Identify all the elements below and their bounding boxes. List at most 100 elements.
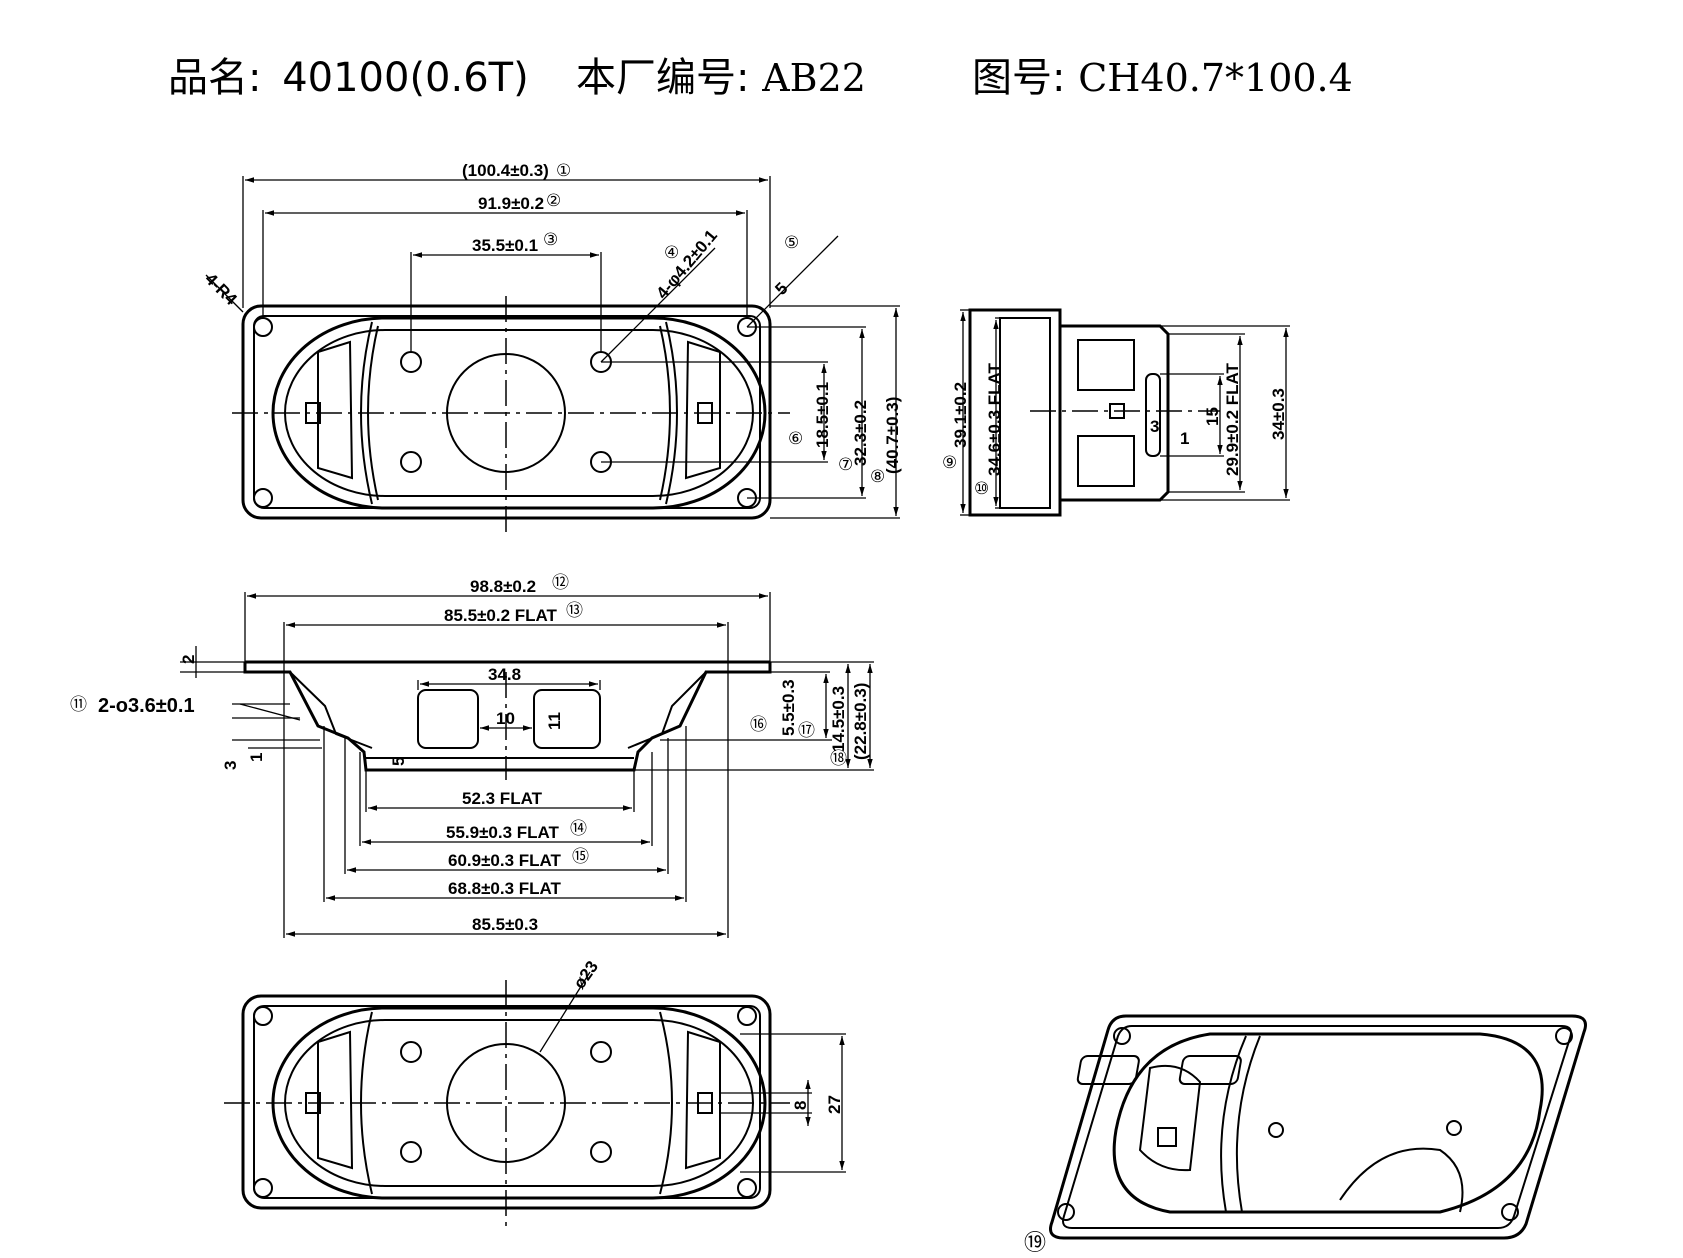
factory-number-label: 本厂编号: [576, 55, 750, 101]
dim-9: 39.1±0.2 [951, 382, 970, 448]
dim-18: (22.8±0.3) [851, 683, 870, 760]
dim-4: 4-φ4.2±0.1 [653, 226, 721, 302]
top-basket-inner [284, 329, 754, 497]
iso-terminal [1157, 1127, 1177, 1147]
dim-85-5: 85.5±0.3 [472, 915, 538, 934]
bottom-inner-holes [400, 1041, 612, 1163]
title-block: 品名: 40100(0.6T) 本厂编号: AB22 图号: CH40.7*10… [0, 50, 1683, 110]
callout-1: ① [556, 161, 571, 180]
drawing-number-label: 图号: [972, 55, 1066, 101]
factory-number: 本厂编号: AB22 [576, 50, 866, 106]
top-brackets [317, 340, 721, 480]
dim-11: 2-o3.6±0.1 [98, 695, 195, 717]
top-basket [271, 316, 767, 510]
dim-5-small: 5 [389, 757, 408, 766]
dim-7: 32.3±0.2 [851, 400, 870, 466]
section-window-right [533, 689, 601, 749]
section-outline [243, 660, 772, 772]
side-slot [1145, 373, 1161, 457]
dim-12: 98.8±0.2 [470, 577, 536, 596]
product-name-label: 品名: [168, 55, 262, 101]
callout-9: ⑨ [942, 453, 957, 472]
dim-34-8: 34.8 [488, 665, 521, 684]
callout-5: ⑤ [784, 233, 799, 252]
bottom-basket [271, 1006, 767, 1200]
dim-5: 5 [771, 279, 791, 299]
callout-15: ⑮ [572, 847, 589, 866]
iso-frame-inner [1062, 1025, 1572, 1229]
iso-window-1 [1076, 1055, 1140, 1085]
dim-15: 60.9±0.3 FLAT [448, 851, 562, 870]
dim-3: 35.5±0.1 [472, 236, 538, 255]
side-body [1058, 324, 1170, 502]
dim-23: ø23 [570, 957, 602, 992]
callout-17: ⑰ [798, 721, 815, 740]
callout-2: ② [546, 191, 561, 210]
leader-4 [600, 247, 716, 363]
dim-13: 85.5±0.2 FLAT [444, 606, 558, 625]
leader-corner [205, 274, 244, 313]
callout-4: ④ [664, 243, 679, 262]
side-dim-1: 1 [1180, 429, 1189, 448]
iso-window-2 [1178, 1055, 1242, 1085]
product-name-value: 40100(0.6T) [282, 55, 529, 101]
dim-6: 18.5±0.1 [813, 382, 832, 448]
side-flange-inner [999, 317, 1051, 509]
side-view: 39.1±0.2 34.6±0.3 FLAT ⑨ ⑩ 3 1 15 29.9±0… [942, 308, 1290, 517]
dim-10-width: 10 [496, 709, 515, 728]
leader-11 [239, 703, 301, 721]
bottom-brackets [317, 1030, 721, 1170]
iso-basket [1112, 1032, 1544, 1214]
section-window-left [417, 689, 479, 749]
callout-13: ⑬ [566, 601, 583, 620]
callout-16: ⑯ [750, 715, 767, 734]
dim-34: 34±0.3 [1269, 388, 1288, 440]
dim-8: (40.7±0.3) [883, 397, 902, 474]
dim-3-vertical: 3 [221, 761, 240, 770]
top-view: (100.4±0.3) 91.9±0.2 35.5±0.1 ① ② ③ 4-φ4… [201, 161, 902, 532]
callout-14: ⑭ [570, 819, 587, 838]
dim-1-vertical: 1 [247, 753, 266, 762]
dim-27: 27 [825, 1095, 844, 1114]
bottom-view: ø23 8 27 [224, 957, 846, 1226]
bottom-basket-inner [284, 1019, 754, 1187]
dim-52-3: 52.3 FLAT [462, 789, 543, 808]
callout-18: ⑱ [830, 749, 847, 768]
dim-11-height: 11 [545, 712, 564, 730]
iso-bracket [1138, 1064, 1202, 1172]
leader-23 [539, 971, 591, 1053]
dim-14: 55.9±0.3 FLAT [446, 823, 560, 842]
section-view: 98.8±0.2 ⑫ 85.5±0.2 FLAT ⑬ 2 ⑪ 2-o3.6±0.… [70, 573, 874, 938]
callout-19: ⑲ [1024, 1230, 1046, 1255]
side-dim-15: 15 [1203, 407, 1222, 426]
isometric-view: ⑲ [1024, 1014, 1587, 1255]
dim-68-8: 68.8±0.3 FLAT [448, 879, 562, 898]
iso-magnet [1339, 1147, 1464, 1213]
bottom-magnet [446, 1043, 566, 1163]
dim-16: 5.5±0.3 [779, 679, 798, 736]
side-window-top [1077, 339, 1135, 391]
dim-8-bottom: 8 [791, 1101, 810, 1110]
callout-7: ⑦ [838, 455, 853, 474]
dim-10: 34.6±0.3 FLAT [985, 362, 1004, 476]
callout-11: ⑪ [70, 695, 87, 714]
dim-17: 14.5±0.3 [829, 686, 848, 752]
side-window-bottom [1077, 435, 1135, 487]
callout-6: ⑥ [788, 429, 803, 448]
section-cone [289, 671, 707, 749]
drawing-number: 图号: CH40.7*100.4 [972, 50, 1353, 106]
product-name: 品名: 40100(0.6T) [168, 50, 529, 106]
callout-10: ⑩ [974, 479, 989, 498]
callout-12: ⑫ [552, 573, 569, 592]
callout-8: ⑧ [870, 467, 885, 486]
factory-number-value: AB22 [762, 56, 866, 100]
side-dim-3: 3 [1150, 417, 1159, 436]
drawing-number-value: CH40.7*100.4 [1078, 56, 1353, 100]
dim-2-height: 2 [179, 655, 198, 664]
iso-frame-outer [1049, 1014, 1587, 1240]
iso-holes [1057, 1027, 1573, 1221]
bottom-mount-holes [253, 1006, 757, 1198]
dim-1: (100.4±0.3) [462, 161, 549, 180]
leader-5 [746, 235, 839, 328]
